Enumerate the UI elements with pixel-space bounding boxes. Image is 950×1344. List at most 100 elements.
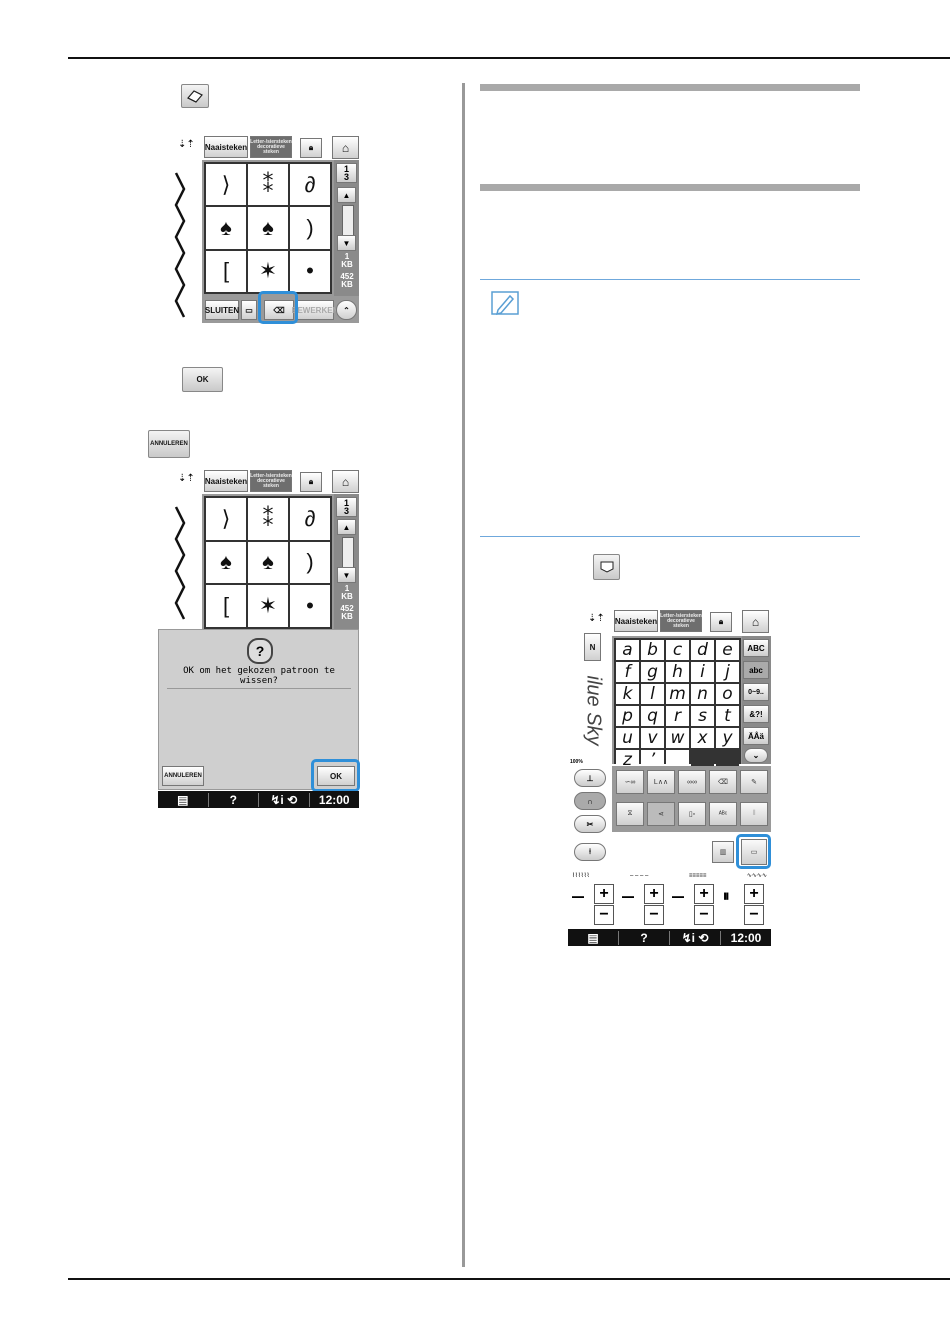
mirror-tool[interactable]: ⧖ (616, 802, 644, 826)
pattern-cell[interactable]: ) (290, 207, 330, 249)
tension-minus[interactable]: − (694, 905, 714, 925)
key[interactable]: g (641, 662, 664, 682)
tab-decorative[interactable]: Letter-/siersteken decoratieve steken (250, 136, 292, 158)
pocket-button[interactable]: ▭ (741, 839, 767, 865)
pattern-cell[interactable]: ⟩ (204, 161, 248, 208)
lock-button[interactable]: 🔒︎ (300, 472, 322, 492)
key[interactable]: s (691, 706, 714, 726)
tab-decorative[interactable]: Letter-/siersteken decoratieve steken (660, 610, 702, 632)
manual-icon[interactable]: ▤ (158, 792, 209, 807)
eraser-tool[interactable]: ⌫ (709, 770, 737, 794)
lock-button[interactable]: 🔒︎ (300, 138, 322, 158)
help-icon[interactable]: ? (209, 792, 259, 807)
key[interactable]: a (616, 640, 639, 660)
key[interactable]: h (666, 662, 689, 682)
pin-button[interactable]: ⍿ (574, 843, 606, 861)
scroll-up-button[interactable]: ▲ (337, 519, 356, 535)
eraser-button-inline[interactable] (181, 84, 209, 108)
edit-button[interactable]: BEWERKEN (292, 300, 338, 320)
scroll-up-button[interactable]: ▲ (337, 187, 356, 203)
pattern-cell[interactable]: ♠ (248, 207, 288, 249)
pattern-cell[interactable]: ⁑ (248, 164, 288, 206)
key[interactable]: q (641, 706, 664, 726)
pattern-cell[interactable]: • (290, 585, 330, 627)
key[interactable]: u (616, 728, 639, 748)
length-plus[interactable]: + (644, 884, 664, 904)
home-button[interactable]: ⌂ (332, 470, 359, 493)
key[interactable]: v (641, 728, 664, 748)
tab-naaisteken[interactable]: Naaisteken (204, 470, 248, 492)
alignment-tool[interactable]: ᴬᴮᶜ (709, 802, 737, 826)
key[interactable]: y (716, 728, 739, 748)
mode-uppercase[interactable]: ABC (743, 639, 769, 657)
ok-button[interactable]: OK (317, 766, 355, 786)
eraser-button[interactable]: ⌫ (264, 300, 294, 320)
help-icon[interactable]: ? (619, 930, 670, 945)
scroll-down-button[interactable]: ▼ (337, 567, 356, 583)
memory-button[interactable]: ▥ (712, 841, 734, 863)
key[interactable]: m (666, 684, 689, 704)
home-button[interactable]: ⌂ (332, 136, 359, 159)
tab-naaisteken[interactable]: Naaisteken (204, 136, 248, 158)
key[interactable]: r (666, 706, 689, 726)
arrow-tool[interactable]: ⋖ (647, 802, 675, 826)
key[interactable]: l (641, 684, 664, 704)
pattern-cell[interactable]: ♠ (248, 541, 288, 584)
cancel-button-inline[interactable]: ANNULEREN (148, 430, 190, 458)
pattern-cell[interactable]: ⟩ (204, 496, 248, 542)
spacing-tool[interactable]: ∞∞ (678, 770, 706, 794)
width-minus[interactable]: − (594, 905, 614, 925)
key[interactable]: w (666, 728, 689, 748)
scissors-button[interactable]: ✂ (574, 815, 606, 833)
pattern-cell[interactable]: ♠ (206, 541, 246, 584)
pencil-tool[interactable]: ✎ (740, 770, 768, 794)
expand-button[interactable]: ⌄ (744, 748, 768, 763)
key[interactable]: e (716, 640, 739, 660)
key[interactable]: c (666, 640, 689, 660)
tab-decorative[interactable]: Letter-/siersteken decoratieve steken (250, 470, 292, 492)
mode-accents[interactable]: ÄÅä (743, 727, 769, 745)
single-repeat-tool[interactable]: ▯▫ (678, 802, 706, 826)
length-minus[interactable]: − (644, 905, 664, 925)
home-button[interactable]: ⌂ (742, 610, 769, 633)
presser-foot-button[interactable]: ∩ (574, 792, 606, 810)
pattern-cell[interactable]: [ (206, 585, 246, 627)
pocket-button-small[interactable]: ▭ (241, 300, 257, 320)
char-size-tool[interactable]: L∧∧ (647, 770, 675, 794)
ok-button-inline[interactable]: OK (182, 367, 223, 392)
lock-button[interactable]: 🔒︎ (710, 612, 732, 632)
key[interactable]: j (716, 662, 739, 682)
cancel-button[interactable]: ANNULEREN (162, 766, 204, 786)
key[interactable]: x (691, 728, 714, 748)
key[interactable]: n (691, 684, 714, 704)
key[interactable]: _ (666, 750, 689, 770)
scrollbar[interactable] (342, 537, 354, 569)
tab-naaisteken[interactable]: Naaisteken (614, 610, 658, 632)
mode-lowercase[interactable]: abc (743, 661, 769, 679)
density-minus[interactable]: − (744, 905, 764, 925)
pattern-cell[interactable]: ∂ (290, 164, 330, 206)
pattern-cell[interactable]: [ (206, 250, 246, 292)
close-button[interactable]: SLUITEN (205, 300, 239, 320)
font-n-button[interactable]: N (584, 633, 601, 661)
settings-icon[interactable]: ↯i ⟲ (670, 930, 721, 945)
pattern-cell[interactable]: ∂ (290, 498, 330, 540)
scrollbar[interactable] (342, 205, 354, 237)
expand-button[interactable]: ⌃ (336, 300, 357, 320)
key[interactable]: f (616, 662, 639, 682)
settings-icon[interactable]: ↯i ⟲ (259, 792, 310, 807)
pattern-cell[interactable]: • (290, 250, 330, 292)
pattern-cell[interactable]: ♠ (206, 207, 246, 249)
key[interactable]: ’ (641, 750, 664, 770)
manual-icon[interactable]: ▤ (568, 930, 619, 945)
key[interactable]: o (716, 684, 739, 704)
pattern-cell[interactable]: ⁑ (248, 498, 288, 540)
key[interactable]: z (616, 750, 639, 770)
pocket-button-inline[interactable] (593, 554, 620, 580)
mode-numbers[interactable]: 0~9.. (743, 683, 769, 701)
key[interactable]: i (691, 662, 714, 682)
pattern-cell[interactable]: ✶ (248, 585, 288, 627)
key[interactable]: d (691, 640, 714, 660)
key[interactable]: k (616, 684, 639, 704)
key[interactable]: t (716, 706, 739, 726)
